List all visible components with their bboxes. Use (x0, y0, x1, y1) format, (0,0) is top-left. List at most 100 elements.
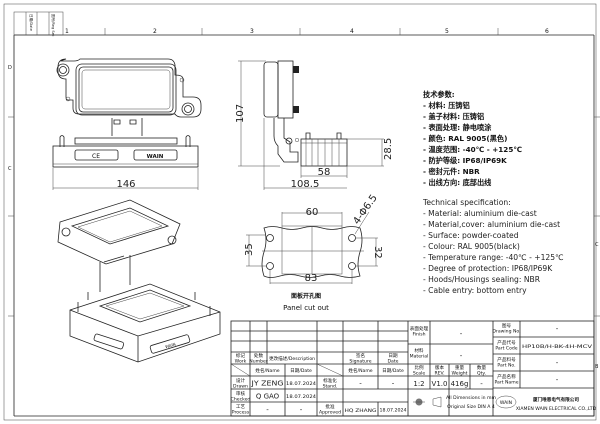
row-marker-b-right: B (595, 364, 599, 370)
side-view: 107 28.5 58 108.5 (235, 60, 394, 190)
specs-en-item: - Material,cover: aluminium die-cast (423, 220, 560, 229)
part-code-value: HP10B/H-BK-4H-MCV (522, 344, 593, 350)
mounting-holes (266, 234, 356, 270)
approved-name: HQ ZHANG (345, 408, 378, 414)
specs-cn-item: - 材料: 压铸铝 (423, 101, 470, 110)
panel-cutout-title-cn: 面板开孔图 (291, 292, 321, 300)
row-marker-c-right: C (595, 242, 599, 248)
process-name: - (266, 406, 269, 414)
date-column-label: 日期/Date (290, 368, 312, 374)
checked-date: 18.07.2024 (286, 394, 316, 400)
description-label: 更改描述/Description (269, 355, 315, 362)
weight-value: 416g (451, 380, 469, 388)
specs-en-item: - Degree of protection: IP68/IP69K (423, 264, 553, 273)
brand-mark: WAIN (147, 154, 164, 160)
finish-value: - (460, 330, 463, 338)
stand-name: - (359, 380, 362, 388)
rev-value: V1.0 (432, 380, 448, 388)
specs-cn-heading: 技术参数: (423, 90, 455, 99)
part-name-value: - (556, 376, 559, 384)
specs-cn-item: - 盖子材料: 压铸铝 (423, 112, 484, 121)
iso-brand-mark: WAIN (165, 341, 177, 349)
technical-specs-en: Technical specification: - Material: alu… (422, 198, 564, 295)
specs-cn-item: - 出线方向: 底部出线 (423, 178, 492, 187)
isometric-view: WAIN (57, 199, 221, 363)
drawn-date: 18.07.2024 (286, 381, 316, 387)
dimension-cutout-height: 35 (244, 243, 255, 256)
company-name-cn: 厦门唯恩电气有限公司 (533, 396, 579, 403)
process-date: - (300, 406, 303, 414)
dimension-hole-spacing-x: 83 (305, 273, 318, 284)
company-logo: WAIN (495, 395, 517, 409)
name-column-label: 姓名/Name (255, 367, 279, 374)
original-size-note: Original Size DIN A 4 (447, 404, 495, 410)
ce-mark: CE (92, 153, 100, 160)
row-marker-d: D (8, 65, 12, 71)
specs-en-item: - Hoods/Housings sealing: NBR (423, 275, 541, 284)
column-marker-5: 5 (445, 28, 449, 35)
checked-name: Q GAO (256, 393, 280, 401)
company-name-en: XIAMEN WAIN ELECTRICAL CO.,LTD (516, 406, 597, 412)
specs-en-item: - Material: aluminium die-cast (423, 209, 537, 218)
dimension-height: 107 (235, 104, 246, 123)
dimension-overall-width: 108.5 (291, 179, 320, 190)
column-marker-2: 2 (153, 28, 157, 35)
specs-en-item: - Colour: RAL 9005(black) (423, 242, 520, 251)
part-no-value: - (556, 359, 559, 367)
name-column-label-2: 姓名/Name (348, 367, 372, 374)
specs-cn-item: - 表面处理: 静电喷涂 (423, 123, 492, 132)
hole-callout: 4-Φ6.5 (351, 193, 379, 227)
approved-date: 18.07.2024 (380, 408, 407, 414)
specs-en-item: - Cable entry: bottom entry (423, 286, 527, 295)
company-logo-text: WAIN (500, 400, 512, 406)
technical-specs-cn: 技术参数: - 材料: 压铸铝 - 盖子材料: 压铸铝 - 表面处理: 静电喷涂… (423, 90, 522, 187)
revision-box: 日期/Date 图号/Reg Set (13, 11, 64, 37)
dimension-base-height: 28.5 (383, 138, 394, 160)
material-value: - (460, 352, 463, 360)
specs-en-item: - Surface: powder-coated (423, 231, 519, 240)
specs-cn-item: - 温度范围: -40℃ - +125℃ (423, 145, 522, 154)
specs-cn-item: - 密封元件: NBR (423, 167, 480, 176)
dimension-hole-spacing-y: 32 (372, 246, 383, 259)
specs-en-item: - Temperature range: -40℃ - +125℃ (423, 253, 564, 262)
panel-cutout-view: 60 35 32 83 4-Φ6.5 面板开孔图 Panel cut out (244, 193, 383, 312)
revision-date-label: 日期/Date (29, 14, 34, 32)
dimension-width: 146 (116, 179, 135, 190)
row-marker-c: C (8, 166, 12, 172)
scale-value: 1:2 (413, 380, 424, 388)
specs-cn-item: - 防护等级: IP68/IP69K (423, 156, 507, 165)
specs-en-heading: Technical specification: (422, 198, 511, 207)
dimension-cutout-width: 60 (306, 207, 319, 218)
drawing-no-value: - (556, 325, 559, 333)
specs-cn-item: - 颜色: RAL 9005(黑色) (423, 134, 507, 143)
panel-cutout-title-en: Panel cut out (283, 304, 329, 312)
projection-symbol-icon (413, 396, 442, 408)
qty-value: - (480, 380, 483, 388)
column-marker-1: 1 (65, 28, 69, 35)
drawn-name: JY ZENG (250, 380, 283, 388)
column-marker-6: 6 (545, 28, 549, 35)
column-marker-4: 4 (350, 28, 354, 35)
column-marker-3: 3 (250, 28, 254, 35)
date-column-label-2: 日期/Date (382, 368, 404, 374)
dimensions-note: All Dimensions in mm (446, 395, 497, 401)
stand-date: - (392, 380, 395, 388)
